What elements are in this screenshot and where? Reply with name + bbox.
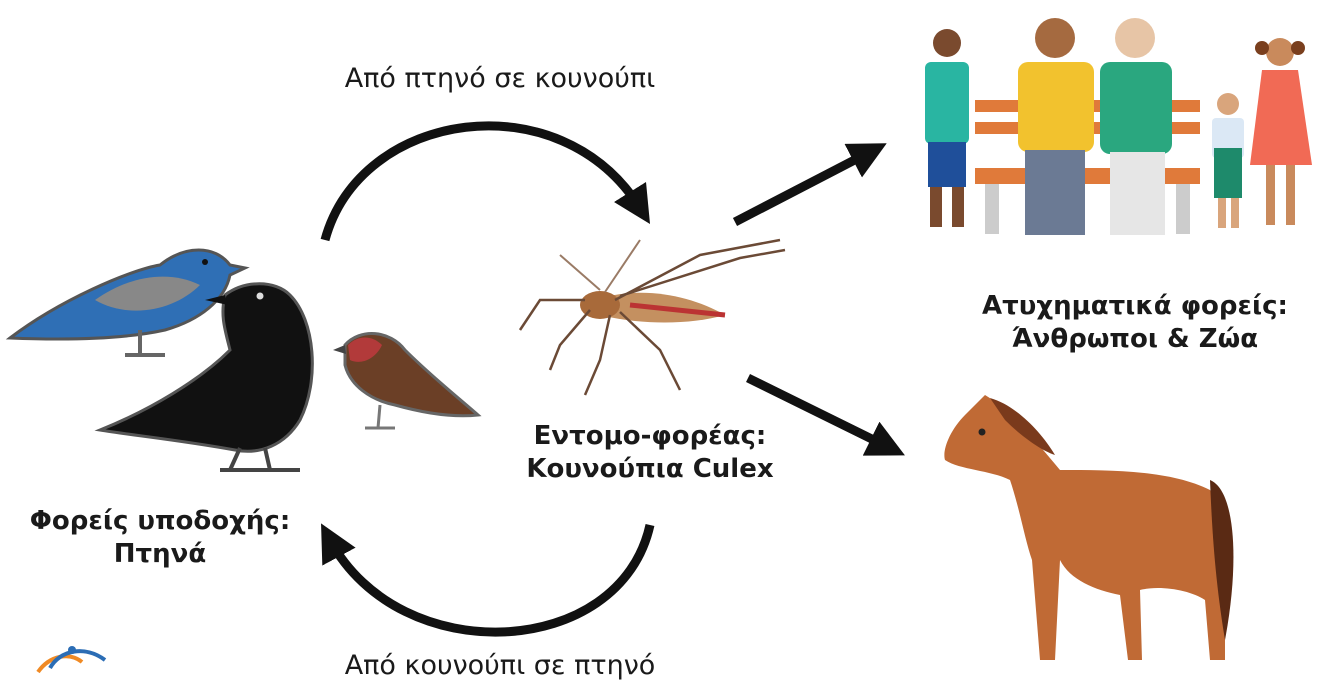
family-group-icon [925,18,1312,235]
incidental-hosts-line1: Ατυχηματικά φορείς: [945,290,1325,323]
arrow-mosquito-to-bird [330,525,650,632]
finch-icon [333,334,478,428]
horse-icon [944,395,1233,660]
reservoir-hosts-line2: Πτηνά [0,538,320,571]
vector-line1: Εντομο-φορέας: [490,420,810,453]
reservoir-hosts-label: Φορείς υποδοχής: Πτηνά [0,505,320,570]
bottom-arrow-label: Από κουνούπι σε πτηνό [300,649,700,683]
logo-icon [38,646,105,672]
incidental-hosts-line2: Άνθρωποι & Ζώα [945,323,1325,356]
vector-label: Εντομο-φορέας: Κουνούπια Culex [490,420,810,485]
reservoir-hosts-line1: Φορείς υποδοχής: [0,505,320,538]
mosquito-icon [520,240,785,395]
arrow-to-humans [735,152,870,222]
incidental-hosts-label: Ατυχηματικά φορείς: Άνθρωποι & Ζώα [945,290,1325,355]
blue-bird-icon [10,250,245,355]
arrow-bird-to-mosquito [325,126,640,240]
top-arrow-label: Από πτηνό σε κουνούπι [300,62,700,96]
vector-line2: Κουνούπια Culex [490,453,810,486]
